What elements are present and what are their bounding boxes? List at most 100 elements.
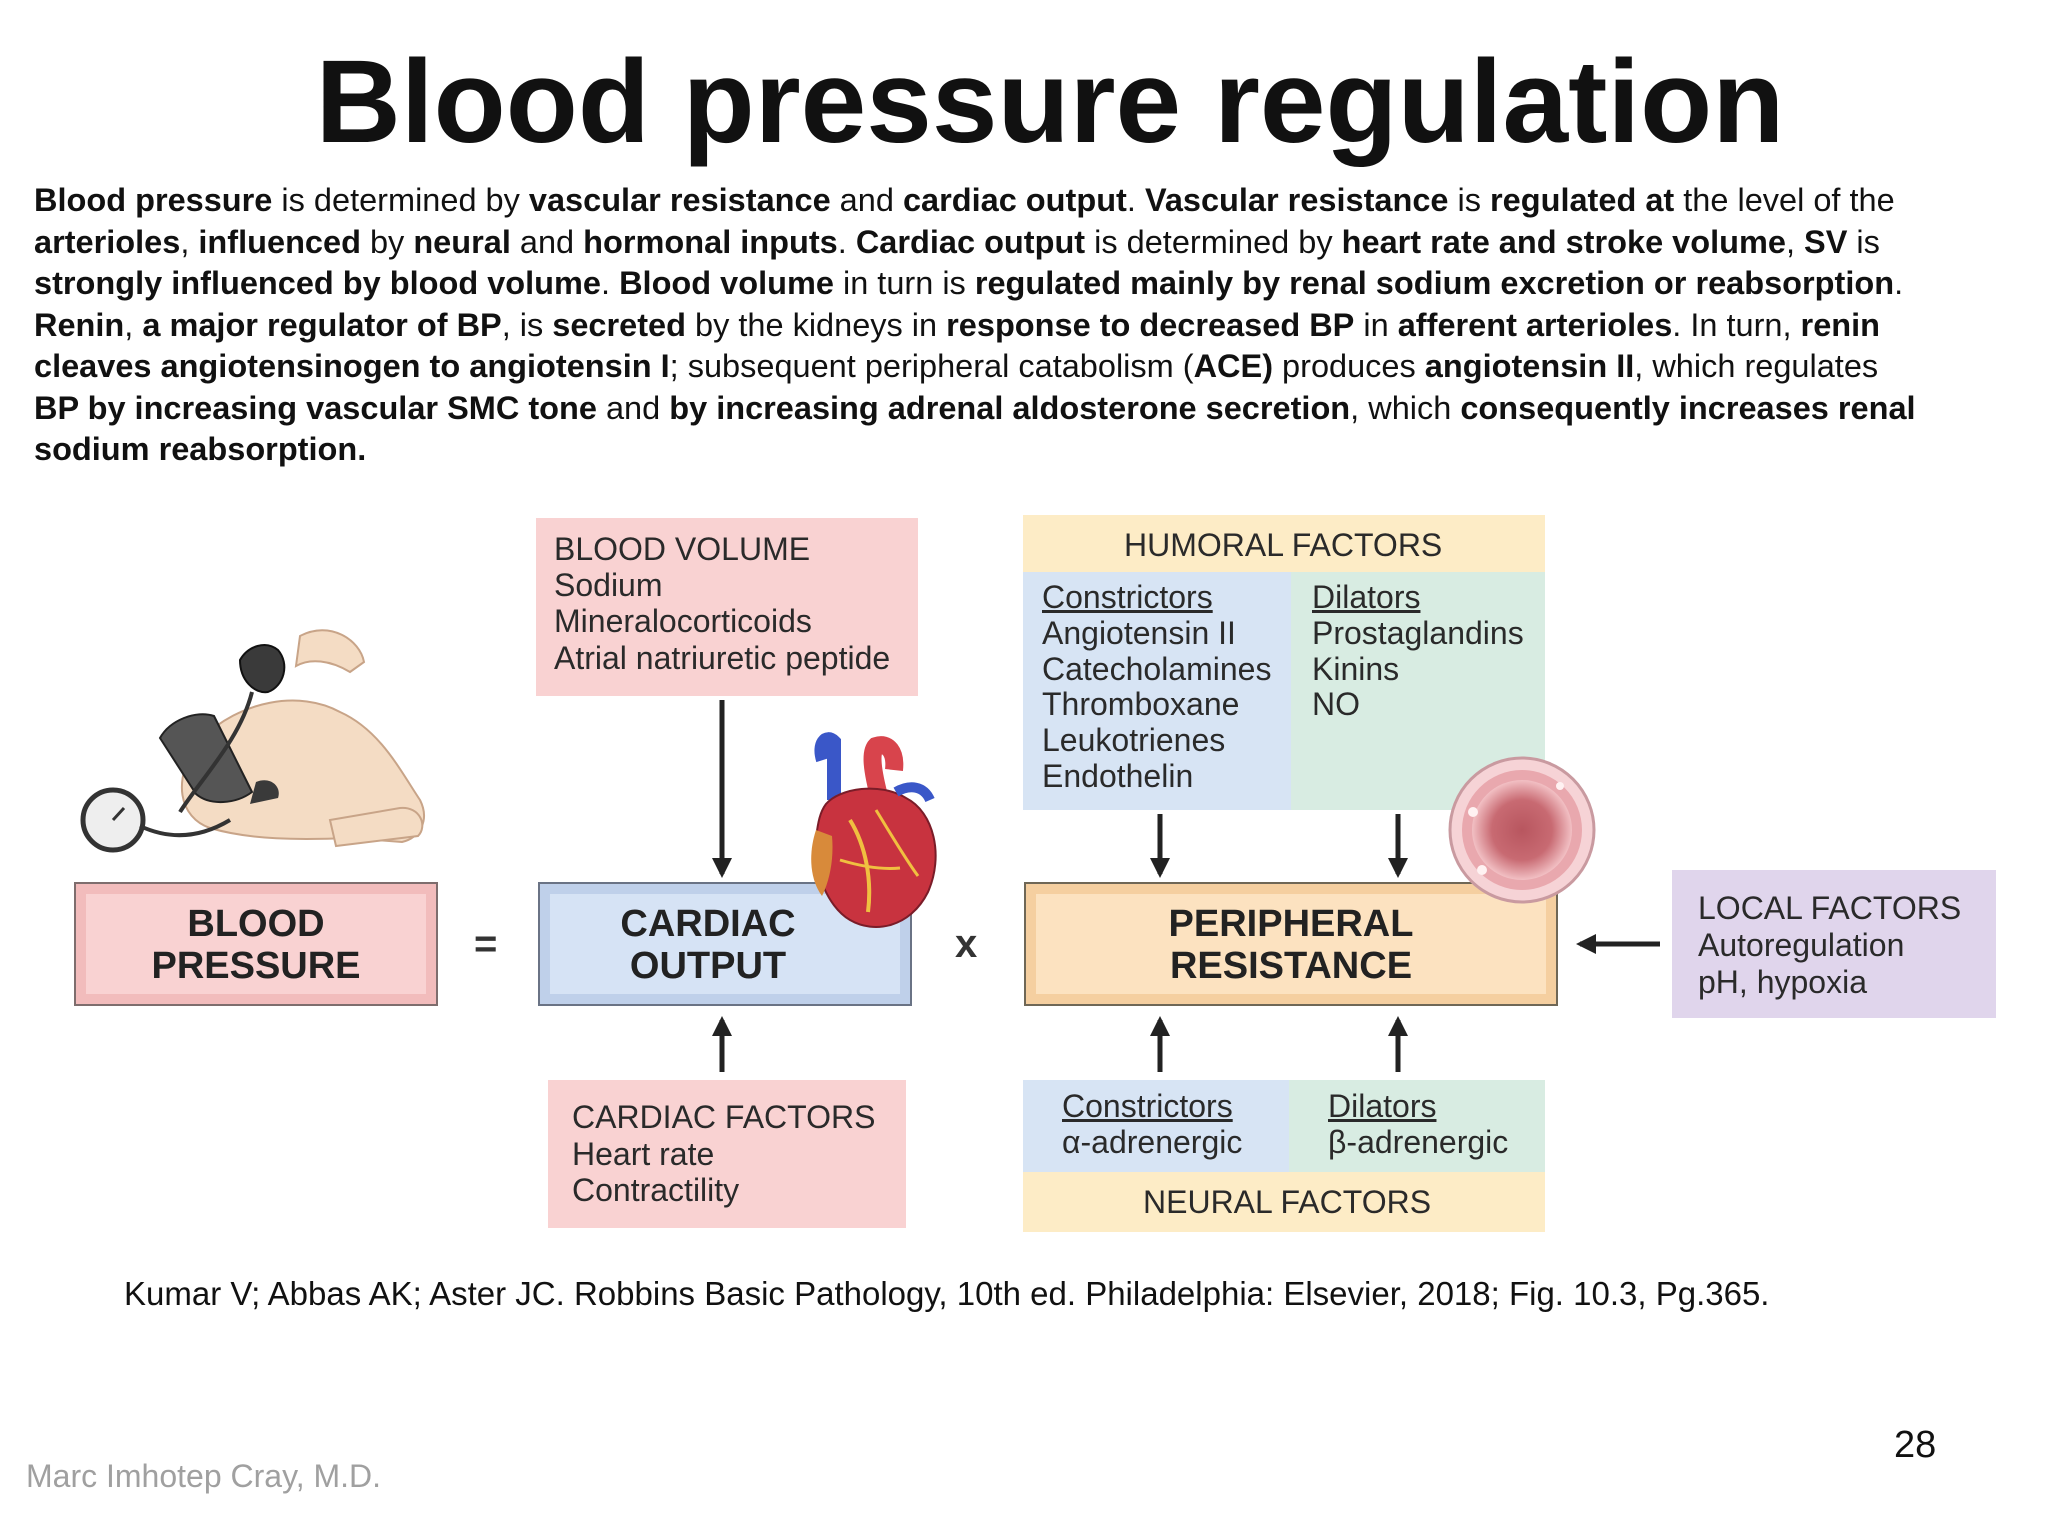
intro-text-run: strongly influenced by blood volume [34,265,601,301]
blood-vessel-icon [1448,756,1596,904]
blood-pressure-label: BLOOD PRESSURE [151,903,361,987]
intro-text-run: renin [1800,306,1881,343]
intro-text-run: influenced [198,223,361,260]
cardiac-factors-item: Heart rate [572,1136,715,1172]
intro-text-run: afferent arterioles [1397,306,1673,343]
blood-volume-box [536,518,918,696]
blood-volume-item: Sodium [554,567,663,603]
intro-text-run: in turn is [833,265,975,301]
intro-text-run: by the kidneys in [685,306,947,343]
humoral-constrictors-panel [1023,572,1291,810]
intro-text-run: is determined by [272,182,529,218]
intro-text-run: , [1785,223,1805,260]
humoral-constrictor: Thromboxane [1042,686,1240,722]
intro-text-run: , [180,223,199,260]
intro-text-run: SV [1804,223,1848,260]
author-footer: Marc Imhotep Cray, M.D. [26,1458,382,1494]
intro-line: BP by increasing vascular SMC tone and b… [34,388,2034,430]
intro-line: Blood pressure is determined by vascular… [34,180,2034,222]
intro-text-run: sodium reabsorption. [34,431,367,467]
intro-text-run: by increasing adrenal aldosterone secret… [669,389,1351,426]
peripheral-resistance-label: PERIPHERAL RESISTANCE [1168,903,1414,987]
neural-dilators-label: Dilators [1328,1088,1437,1124]
intro-text-run: cardiac output [902,182,1127,218]
cardiac-factors-box [548,1080,906,1228]
intro-text-run: BP by increasing vascular SMC tone [34,389,597,426]
intro-text-run: ; subsequent peripheral catabolism ( [669,348,1194,384]
humoral-constrictor: Endothelin [1042,758,1194,794]
intro-text-run: and [596,389,670,426]
intro-text-run: angiotensin II [1424,348,1635,384]
blood-pressure-box [74,882,438,1006]
intro-text-run: is determined by [1085,223,1342,260]
intro-text-run: Cardiac output [855,223,1086,260]
humoral-constrictor: Leukotrienes [1042,722,1226,758]
intro-text-run: . [837,223,856,260]
equals-sign: = [474,922,498,966]
humoral-header [1023,515,1545,572]
intro-text-run: and [830,182,903,218]
page-title: Blood pressure regulation [315,36,1785,168]
neural-footer [1023,1172,1545,1232]
intro-line: cleaves angiotensinogen to angiotensin I… [34,346,2034,388]
intro-text-run: produces [1273,348,1425,384]
neural-constrictors-panel [1023,1080,1289,1172]
neural-heading: NEURAL FACTORS [1143,1184,1432,1220]
intro-text-run: is [1847,223,1880,260]
intro-text-run: hormonal inputs [583,223,838,260]
humoral-dilator: NO [1312,686,1360,722]
intro-text-run: is [1448,182,1491,218]
humoral-constrictor: Angiotensin II [1042,615,1236,651]
cardiac-factors-heading: CARDIAC FACTORS [572,1099,876,1135]
intro-text-run: , which [1350,389,1461,426]
intro-text-run: Renin [34,306,125,343]
intro-text-run: regulated at [1490,182,1675,218]
intro-text-run: by [360,223,414,260]
local-factors-heading: LOCAL FACTORS [1698,890,1962,926]
intro-text-run: . [601,265,620,301]
neural-dilators-panel [1289,1080,1545,1172]
intro-text-run: secreted [552,306,686,343]
heart-icon [811,732,937,928]
intro-line: strongly influenced by blood volume. Blo… [34,263,2034,305]
intro-text-run: consequently increases renal [1460,389,1916,426]
reference-citation: Kumar V; Abbas AK; Aster JC. Robbins Bas… [124,1275,1770,1312]
intro-text-run: , is [501,306,553,343]
intro-paragraph: Blood pressure is determined by vascular… [34,180,2034,471]
humoral-constrictor: Catecholamines [1042,651,1272,687]
peripheral-resistance-box [1024,882,1558,1006]
intro-text-run: . [1126,182,1145,218]
intro-text-run: vascular resistance [528,182,831,218]
page-number: 28 [1894,1424,1937,1466]
local-factors-item: Autoregulation [1698,927,1905,963]
blood-volume-item: Atrial natriuretic peptide [554,640,891,676]
intro-text-run: Blood pressure [34,182,273,218]
neural-constrictors-label: Constrictors [1062,1088,1233,1124]
humoral-dilator: Kinins [1312,651,1400,687]
cardiac-factors-item: Contractility [572,1172,740,1208]
times-sign: x [955,922,978,966]
intro-line: sodium reabsorption. [34,429,2034,471]
blood-pressure-cuff-illustration [80,629,425,853]
intro-text-run: the level of the [1674,182,1895,218]
intro-text-run: . In turn, [1672,306,1801,343]
neural-dilator: β-adrenergic [1328,1124,1509,1160]
intro-text-run: Vascular resistance [1144,182,1449,218]
cardiac-output-label: CARDIAC OUTPUT [620,903,796,987]
intro-text-run: heart rate and stroke volume [1341,223,1786,260]
intro-text-run: neural [413,223,511,260]
intro-text-run: arterioles [34,223,181,260]
humoral-constrictors-label: Constrictors [1042,579,1213,615]
intro-text-run: regulated mainly by renal sodium excreti… [974,265,1895,301]
cardiac-output-box [538,882,912,1006]
intro-line: arterioles, influenced by neural and hor… [34,222,2034,264]
local-factors-box [1672,870,1996,1018]
intro-text-run: cleaves angiotensinogen to angiotensin I [34,348,670,384]
humoral-dilator: Prostaglandins [1312,615,1524,651]
local-factors-item: pH, hypoxia [1698,964,1867,1000]
neural-constrictor: α-adrenergic [1062,1124,1243,1160]
intro-text-run: in [1354,306,1398,343]
intro-text-run: . [1894,265,1904,301]
blood-volume-item: Mineralocorticoids [554,603,812,639]
